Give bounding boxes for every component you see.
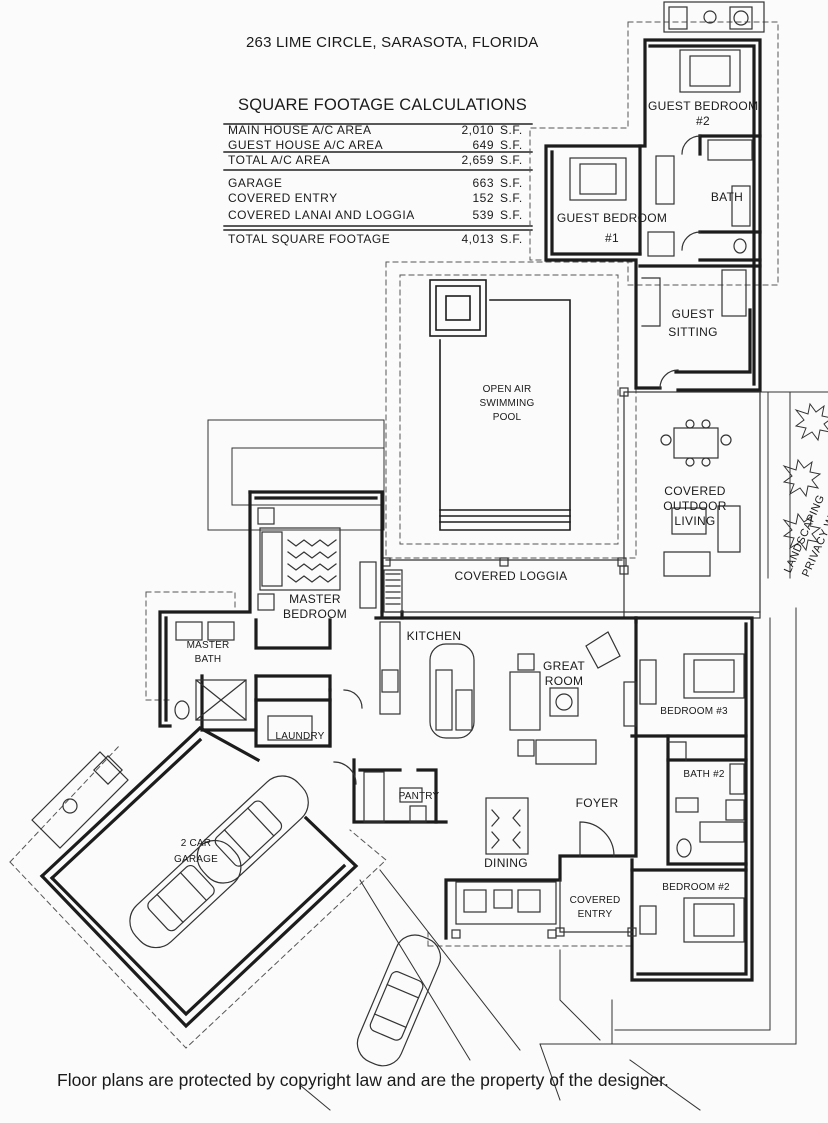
footage-row-unit: S.F. xyxy=(500,123,523,137)
room-pool: OPEN AIR SWIMMING POOL xyxy=(462,384,552,424)
landscaping-plants xyxy=(782,402,828,552)
room-label: ENTRY xyxy=(577,909,613,920)
footage-row-value: 4,013 xyxy=(461,232,494,246)
footage-row-unit: S.F. xyxy=(500,208,523,222)
guest-house-details xyxy=(569,1,765,389)
footage-row-label: TOTAL A/C AREA xyxy=(228,153,331,167)
footage-row-label: TOTAL SQUARE FOOTAGE xyxy=(228,232,391,246)
room-label: SITTING xyxy=(668,325,718,339)
footage-heading: SQUARE FOOTAGE CALCULATIONS xyxy=(238,96,528,114)
footage-row-value: 152 xyxy=(472,191,494,205)
room-label: OUTDOOR xyxy=(663,499,727,513)
room-master-bath: MASTER BATH xyxy=(176,640,240,666)
pool-drawing xyxy=(429,279,571,531)
room-pantry: PANTRY xyxy=(398,791,440,802)
room-bath: BATH xyxy=(710,190,744,204)
footage-row-value: 649 xyxy=(472,138,494,152)
site-lines xyxy=(207,391,828,1111)
room-master-bedroom: MASTER BEDROOM xyxy=(278,592,352,622)
guest-house-walls xyxy=(544,38,762,392)
room-foyer: FOYER xyxy=(575,796,619,810)
master-suite-details xyxy=(174,507,403,741)
room-covered-loggia: COVERED LOGGIA xyxy=(454,569,568,583)
footage-row-label: MAIN HOUSE A/C AREA xyxy=(228,123,372,137)
room-kitchen: KITCHEN xyxy=(406,629,462,643)
room-label: GREAT xyxy=(543,659,585,673)
footage-row-label: GUEST HOUSE A/C AREA xyxy=(228,138,384,152)
footage-table-rules xyxy=(223,123,533,231)
footage-row-label: GARAGE xyxy=(228,176,283,190)
room-label: LIVING xyxy=(674,514,716,528)
room-label: OPEN AIR xyxy=(482,384,532,395)
room-bath-2: BATH #2 xyxy=(683,769,725,780)
roof-outline xyxy=(9,21,779,1049)
room-label: GUEST xyxy=(671,307,715,321)
main-house-walls xyxy=(158,490,754,982)
room-covered-outdoor-living: COVERED OUTDOOR LIVING xyxy=(650,484,740,529)
kitchen-great-dining xyxy=(333,621,621,939)
room-label: #2 xyxy=(696,114,710,128)
footage-row-unit: S.F. xyxy=(500,176,523,190)
room-label: BATH xyxy=(194,654,222,665)
room-laundry: LAUNDRY xyxy=(275,731,325,742)
garage-details xyxy=(31,751,442,1067)
room-bedroom-2: BEDROOM #2 xyxy=(662,882,730,893)
room-guest-sitting: GUEST SITTING xyxy=(660,307,726,340)
car-1 xyxy=(196,775,309,884)
room-label: #1 xyxy=(605,231,619,245)
covered-entry-outline xyxy=(555,879,637,937)
footage-row-value: 2,659 xyxy=(461,153,494,167)
garage-walls xyxy=(39,726,359,1029)
room-dining: DINING xyxy=(484,856,528,870)
car-2 xyxy=(129,839,242,949)
footage-row-unit: S.F. xyxy=(500,191,523,205)
room-label: GUEST BEDROOM xyxy=(648,99,759,113)
room-label: BEDROOM xyxy=(282,607,348,621)
room-label: MASTER xyxy=(289,592,341,606)
room-label: GARAGE xyxy=(174,854,218,865)
footage-row-unit: S.F. xyxy=(500,153,523,167)
room-garage: 2 CAR GARAGE xyxy=(168,838,224,866)
room-covered-entry: COVERED ENTRY xyxy=(566,895,624,921)
room-label: 2 CAR xyxy=(180,838,212,849)
footage-row-unit: S.F. xyxy=(500,232,523,246)
room-bedroom-3: BEDROOM #3 xyxy=(660,706,728,717)
footage-row-label: COVERED LANAI AND LOGGIA xyxy=(228,208,415,222)
loggia-outline xyxy=(381,557,761,613)
room-guest-bedroom-2: GUEST BEDROOM #2 xyxy=(648,99,758,129)
room-label: SWIMMING xyxy=(479,398,535,409)
footage-row-value: 663 xyxy=(472,176,494,190)
east-bedroom-details xyxy=(623,653,745,943)
car-3 xyxy=(356,934,442,1067)
copyright-notice: Floor plans are protected by copyright l… xyxy=(57,1070,669,1090)
footage-row-label: COVERED ENTRY xyxy=(228,191,338,205)
room-label: COVERED xyxy=(664,484,726,498)
footage-row-unit: S.F. xyxy=(500,138,523,152)
room-label: COVERED xyxy=(569,895,621,906)
room-label: ROOM xyxy=(544,674,584,688)
footage-row-value: 539 xyxy=(472,208,494,222)
property-address: 263 LIME CIRCLE, SARASOTA, FLORIDA xyxy=(246,34,539,51)
footage-row-value: 2,010 xyxy=(461,123,494,137)
room-label: GUEST BEDROOM xyxy=(556,211,668,225)
room-great-room: GREAT ROOM xyxy=(536,659,592,689)
room-guest-bedroom-1: GUEST BEDROOM #1 xyxy=(554,211,670,246)
room-label: POOL xyxy=(492,412,522,423)
room-label: MASTER xyxy=(186,640,230,651)
